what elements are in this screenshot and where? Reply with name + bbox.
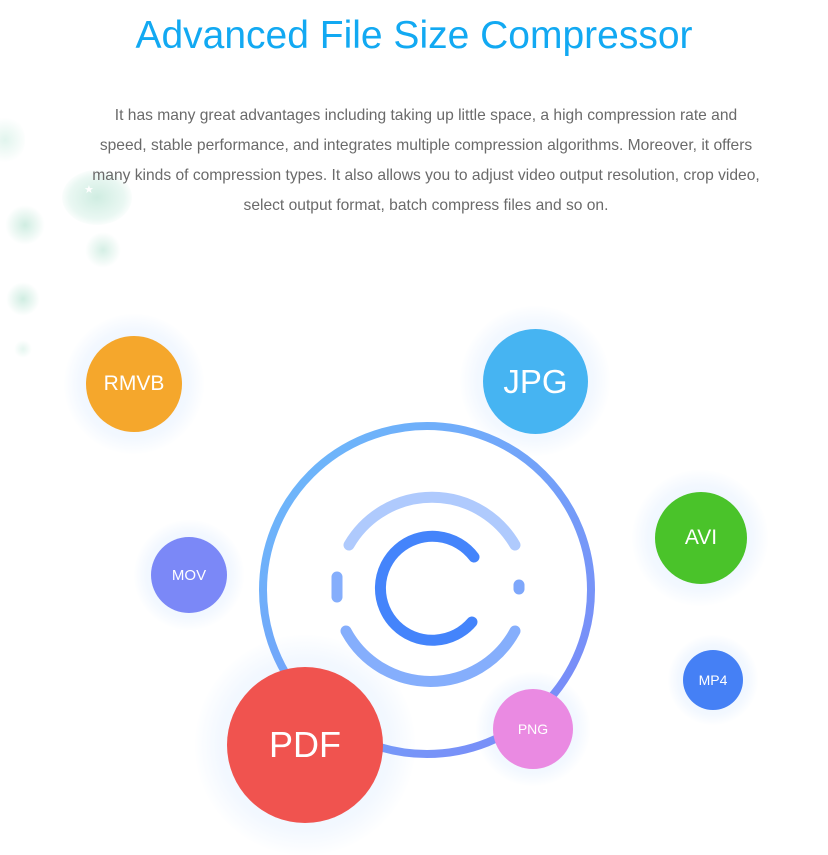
format-label: MOV (171, 566, 207, 584)
format-label: RMVB (103, 372, 165, 395)
format-label: PNG (517, 721, 549, 737)
format-label: JPG (503, 362, 568, 400)
bottom-arc (340, 625, 521, 687)
outer-ring (259, 422, 595, 758)
format-bubble-mp4[interactable]: MP4 (683, 650, 743, 710)
format-bubble-pdf[interactable]: PDF (227, 667, 383, 823)
top-arc (343, 491, 521, 551)
star-icon: ★ (84, 184, 94, 196)
page-title: Advanced File Size Compressor (135, 14, 693, 57)
format-bubble-jpg[interactable]: JPG (483, 329, 588, 434)
format-label: AVI (684, 526, 718, 549)
format-label: PDF (269, 724, 341, 765)
format-label: MP4 (698, 672, 728, 688)
format-bubble-mov[interactable]: MOV (151, 537, 227, 613)
c-letter (374, 530, 480, 646)
format-bubble-png[interactable]: PNG (493, 689, 573, 769)
format-bubble-avi[interactable]: AVI (655, 492, 747, 584)
description: It has many great advantages including t… (92, 107, 760, 214)
format-bubble-rmvb[interactable]: RMVB (86, 336, 182, 432)
